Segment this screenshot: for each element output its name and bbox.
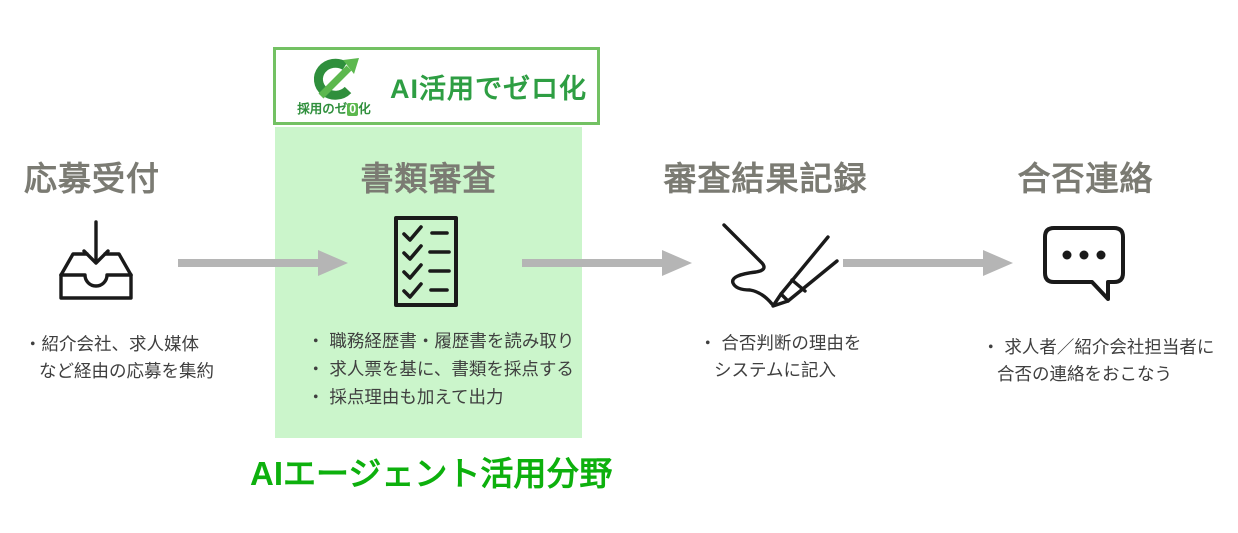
badge-label: AI活用でゼロ化 [390, 73, 587, 104]
checklist-icon [394, 216, 458, 307]
note-line: 合否の連絡をおこなう [997, 364, 1172, 384]
pen-writing-icon [700, 218, 840, 313]
note-line: ・ 求人票を基に、書類を採点する [307, 359, 574, 379]
step-title-document-screening: 書類審査 [360, 160, 497, 197]
inbox-tray-icon [58, 219, 134, 301]
highlight-panel [275, 127, 582, 438]
note-line: システムに記入 [714, 360, 836, 380]
speech-bubble-icon [1042, 225, 1128, 303]
step-title-result-recording: 審査結果記録 [663, 160, 868, 197]
note-line: など経由の応募を集約 [39, 361, 214, 381]
note-line: ・紹介会社、求人媒体 [24, 334, 199, 354]
note-line: ・ 合否判断の理由を [699, 333, 862, 353]
step-note-document-screening: ・ 職務経歴書・履歴書を読み取り ・ 求人票を基に、書類を採点する ・ 採点理由… [307, 327, 574, 411]
zero-arrow-logo-icon [307, 56, 361, 102]
note-line: ・ 職務経歴書・履歴書を読み取り [307, 331, 575, 351]
step-title-application-intake: 応募受付 [24, 160, 160, 197]
step-title-pass-fail-notice: 合否連絡 [1017, 160, 1154, 197]
ai-agent-field-caption: AIエージェント活用分野 [250, 455, 613, 492]
flow-arrow-3 [843, 248, 1013, 278]
note-line: ・ 求人者／紹介会社担当者に [982, 337, 1215, 357]
step-note-pass-fail-notice: ・ 求人者／紹介会社担当者に 合否の連絡をおこなう [982, 334, 1214, 388]
step-note-application-intake: ・紹介会社、求人媒体 など経由の応募を集約 [24, 331, 214, 385]
flow-arrow-2 [522, 248, 692, 278]
step-note-result-recording: ・ 合否判断の理由を システムに記入 [699, 330, 861, 384]
flow-arrow-1 [178, 248, 348, 278]
note-line: ・ 採点理由も加えて出力 [307, 387, 504, 407]
